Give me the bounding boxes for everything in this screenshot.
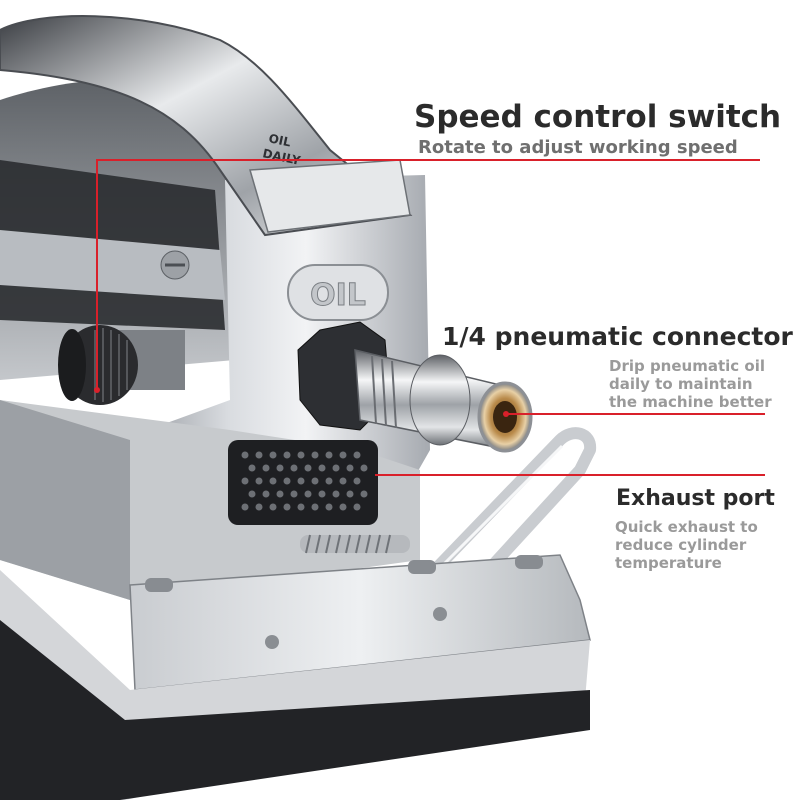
- exhaust-hole: [339, 451, 347, 459]
- knob-knurling: [94, 328, 128, 402]
- exhaust-hole: [276, 464, 284, 472]
- exhaust-hole: [304, 490, 312, 498]
- exhaust-hole: [290, 464, 298, 472]
- connector-desc-line-1: Drip pneumatic oil: [609, 357, 765, 375]
- connector-collar: [409, 354, 471, 446]
- speed-title: Speed control switch: [414, 99, 782, 135]
- exhaust-hole: [283, 451, 291, 459]
- plate-slots: [145, 555, 543, 592]
- handle-cap: [249, 159, 411, 233]
- exhaust-hole: [332, 464, 340, 472]
- speed-callout-dot: [94, 387, 100, 393]
- exhaust-hole: [276, 490, 284, 498]
- exhaust-hole: [325, 477, 333, 485]
- exhaust-hole: [269, 451, 277, 459]
- exhaust-hole: [353, 451, 361, 459]
- exhaust-hole: [311, 477, 319, 485]
- connector-desc-line-2: daily to maintain: [609, 375, 753, 393]
- exhaust-hole: [339, 477, 347, 485]
- oil-cap: [287, 264, 389, 321]
- exhaust-desc-line-2: reduce cylinder: [615, 536, 747, 554]
- exhaust-hole: [297, 451, 305, 459]
- exhaust-hole: [311, 451, 319, 459]
- speed-callout-line: [96, 159, 760, 390]
- exhaust-desc-line-3: temperature: [615, 554, 722, 572]
- connector-title: 1/4 pneumatic connector: [442, 322, 793, 351]
- exhaust-hole: [311, 503, 319, 511]
- exhaust-hole: [297, 477, 305, 485]
- exhaust-hole: [269, 477, 277, 485]
- exhaust-hole: [325, 503, 333, 511]
- plate-hole-1: [265, 635, 279, 649]
- exhaust-hole: [255, 477, 263, 485]
- exhaust-hole: [360, 490, 368, 498]
- exhaust-hole: [262, 464, 270, 472]
- exhaust-hole: [353, 477, 361, 485]
- connector-callout-dot: [503, 411, 509, 417]
- connector-threads: [371, 355, 397, 429]
- lower-body-shade: [0, 400, 130, 600]
- clamp-lever-highlight: [434, 444, 564, 574]
- knob-face: [58, 329, 86, 401]
- exhaust-hole: [241, 451, 249, 459]
- exhaust-hole: [304, 464, 312, 472]
- exhaust-hole: [353, 503, 361, 511]
- sanding-pad-foam: [0, 620, 590, 800]
- handle-oil-text: OIL: [267, 131, 292, 149]
- rear-chrome-strip: [0, 230, 225, 300]
- connector-hole: [493, 401, 517, 433]
- exhaust-hole: [346, 490, 354, 498]
- exhaust-hole: [269, 503, 277, 511]
- exhaust-holes: [241, 451, 368, 511]
- exhaust-hole: [318, 464, 326, 472]
- exhaust-hole: [241, 477, 249, 485]
- exhaust-hole: [255, 451, 263, 459]
- exhaust-hole: [283, 503, 291, 511]
- exhaust-hole: [360, 464, 368, 472]
- exhaust-hole: [248, 490, 256, 498]
- exhaust-title: Exhaust port: [616, 486, 775, 511]
- exhaust-hole: [339, 503, 347, 511]
- exhaust-hole: [255, 503, 263, 511]
- exhaust-hole: [325, 451, 333, 459]
- clamp-plate: [129, 554, 591, 691]
- exhaust-hole: [248, 464, 256, 472]
- exhaust-hole: [318, 490, 326, 498]
- exhaust-hole: [241, 503, 249, 511]
- exhaust-hole: [262, 490, 270, 498]
- exhaust-hole: [297, 503, 305, 511]
- exhaust-hole: [290, 490, 298, 498]
- exhaust-hole: [283, 477, 291, 485]
- oil-cap-text: OIL: [310, 278, 366, 313]
- exhaust-desc-line-1: Quick exhaust to: [615, 518, 758, 536]
- exhaust-hole: [332, 490, 340, 498]
- spring-coils: [305, 534, 391, 554]
- connector-desc-line-3: the machine better: [609, 393, 772, 411]
- speed-desc: Rotate to adjust working speed: [418, 137, 738, 158]
- plate-hole-2: [433, 607, 447, 621]
- exhaust-hole: [346, 464, 354, 472]
- clamp-lever: [424, 427, 597, 596]
